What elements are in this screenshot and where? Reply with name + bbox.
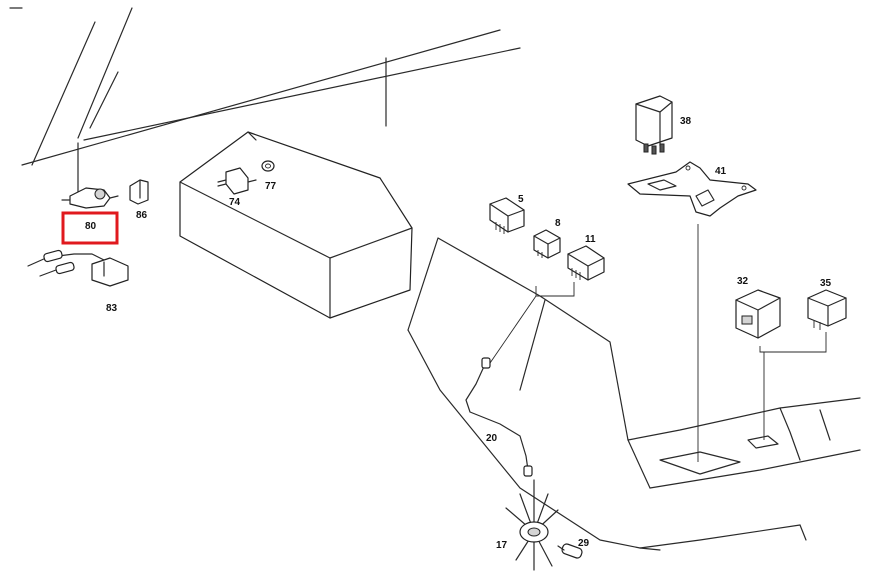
part-38-relay[interactable] (635, 95, 673, 155)
part-86-retainer[interactable] (129, 179, 149, 205)
callout-80: 80 (85, 221, 97, 232)
part-20-cable[interactable] (465, 357, 533, 477)
part-8-switch[interactable] (533, 229, 561, 259)
glovebox-housing (179, 131, 413, 319)
vehicle-body-outline (9, 7, 861, 551)
switch-group-leader (487, 282, 575, 367)
callout-8: 8 (555, 218, 561, 229)
callout-38: 38 (680, 116, 692, 127)
callout-11: 11 (585, 234, 596, 245)
callout-86: 86 (136, 210, 148, 221)
part-74-connector[interactable] (217, 167, 257, 195)
part-35-switch[interactable] (807, 289, 847, 330)
part-41-bracket[interactable] (627, 161, 757, 217)
callout-labels: 5 8 11 17 20 29 32 35 38 41 74 77 80 83 … (85, 116, 832, 551)
part-11-switch[interactable] (567, 245, 605, 281)
callout-41: 41 (715, 166, 727, 177)
callout-17: 17 (496, 540, 508, 551)
callout-5: 5 (518, 194, 524, 205)
callout-35: 35 (820, 278, 832, 289)
part-32-switch[interactable] (735, 289, 781, 339)
highlight-box-part-80[interactable] (61, 211, 119, 245)
part-29-bulb[interactable] (557, 543, 583, 559)
callout-83: 83 (106, 303, 118, 314)
console-switch-leaders (697, 224, 827, 462)
callout-29: 29 (578, 538, 590, 549)
part-77-clip[interactable] (261, 160, 275, 172)
part-5-switch[interactable] (489, 197, 525, 234)
part-17-multiwire-switch[interactable] (505, 479, 559, 571)
part-83-harness[interactable] (27, 249, 129, 287)
callout-20: 20 (486, 433, 498, 444)
part-80-lamp-socket[interactable] (61, 187, 119, 209)
callout-74: 74 (229, 197, 241, 208)
callout-77: 77 (265, 181, 277, 192)
callout-32: 32 (737, 276, 749, 287)
